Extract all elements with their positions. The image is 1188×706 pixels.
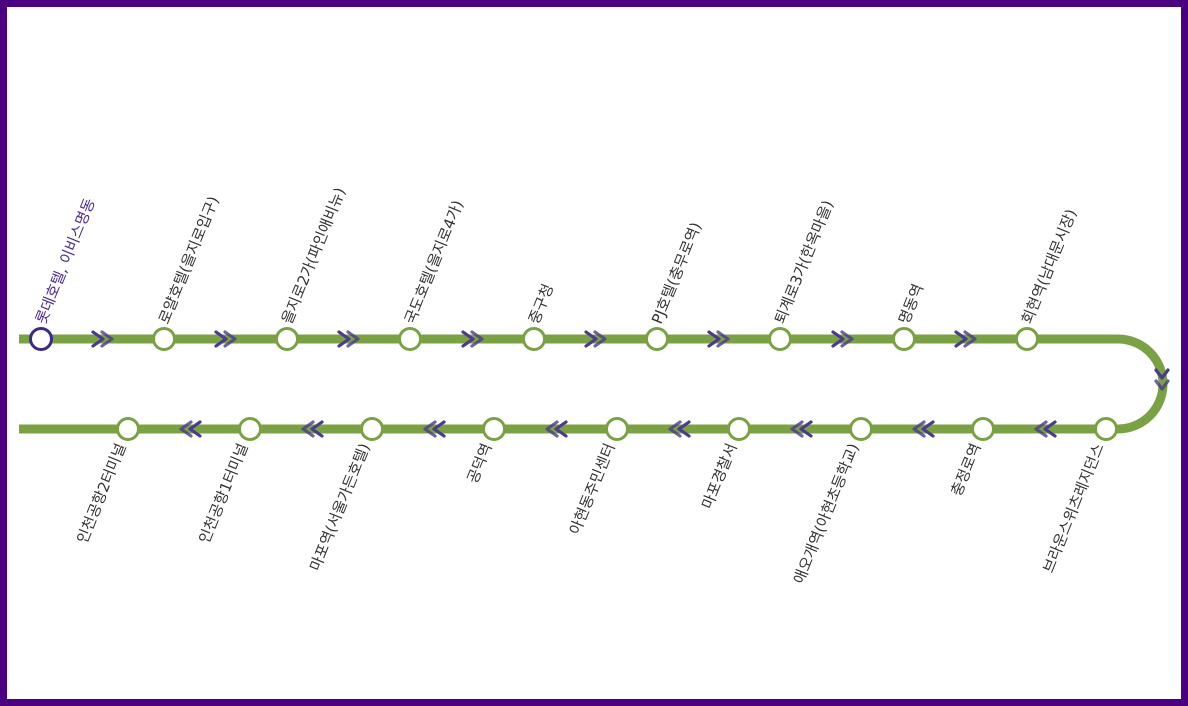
stop-label: 로얄호텔(을지로입구) bbox=[155, 194, 223, 327]
double-chevron-right-icon bbox=[707, 330, 730, 348]
stop-label: 회현역(남대문시장) bbox=[1018, 207, 1080, 327]
double-chevron-left-icon bbox=[668, 420, 691, 438]
stop-marker[interactable] bbox=[971, 417, 995, 441]
stop-label: 브라운스위츠레지던스 bbox=[1039, 441, 1107, 576]
stop-marker[interactable] bbox=[1094, 417, 1118, 441]
double-chevron-right-icon bbox=[337, 330, 360, 348]
stop-label: 국도호텔(을지로4가) bbox=[401, 198, 467, 327]
stop-label: 애오개역(아현초등학교) bbox=[790, 441, 863, 587]
route-track bbox=[19, 334, 1168, 434]
stop-label: 인천공항2터미널 bbox=[73, 441, 129, 546]
stop-marker[interactable] bbox=[152, 327, 176, 351]
double-chevron-left-icon bbox=[790, 420, 813, 438]
double-chevron-right-icon bbox=[461, 330, 484, 348]
stop-marker[interactable] bbox=[238, 417, 262, 441]
stop-marker[interactable] bbox=[605, 417, 629, 441]
stop-label: 마포경찰서 bbox=[698, 441, 741, 512]
stop-label: 공덕역 bbox=[464, 441, 496, 486]
double-chevron-left-icon bbox=[179, 420, 202, 438]
stop-marker[interactable] bbox=[398, 327, 422, 351]
stop-label: PJ호텔(충무로역) bbox=[648, 220, 705, 327]
stop-marker[interactable] bbox=[360, 417, 384, 441]
double-chevron-left-icon bbox=[545, 420, 568, 438]
double-chevron-left-icon bbox=[423, 420, 446, 438]
stop-marker[interactable] bbox=[1015, 327, 1039, 351]
stop-label: 을지로2가(파인애비뉴) bbox=[278, 185, 349, 327]
stop-marker[interactable] bbox=[768, 327, 792, 351]
stop-marker[interactable] bbox=[892, 327, 916, 351]
direction-arrows bbox=[91, 330, 1170, 438]
stop-marker[interactable] bbox=[727, 417, 751, 441]
stop-label: 인천공항1터미널 bbox=[195, 441, 251, 546]
stop-marker[interactable] bbox=[522, 327, 546, 351]
stop-label: 충정로역 bbox=[947, 441, 984, 499]
stop-labels: 롯데호텔, 이비스명동 로얄호텔(을지로입구) 을지로2가(파인애비뉴) 국도호텔(을… bbox=[32, 185, 1108, 586]
stop-label: 퇴계로3가(한옥마을) bbox=[771, 198, 837, 327]
stop-label: 마포역(서울가든호텔) bbox=[306, 441, 374, 574]
double-chevron-right-icon bbox=[584, 330, 607, 348]
chevron-down-icon bbox=[1154, 368, 1170, 391]
stop-marker[interactable] bbox=[849, 417, 873, 441]
route-line bbox=[19, 334, 1168, 434]
stop-label: 중구청 bbox=[525, 281, 557, 326]
double-chevron-right-icon bbox=[91, 330, 114, 348]
double-chevron-right-icon bbox=[831, 330, 854, 348]
double-chevron-right-icon bbox=[954, 330, 977, 348]
stop-marker[interactable] bbox=[645, 327, 669, 351]
stop-marker[interactable] bbox=[482, 417, 506, 441]
double-chevron-left-icon bbox=[1034, 420, 1057, 438]
stop-marker[interactable] bbox=[275, 327, 299, 351]
double-chevron-left-icon bbox=[912, 420, 935, 438]
double-chevron-right-icon bbox=[214, 330, 237, 348]
stop-label: 명동역 bbox=[895, 281, 927, 326]
stops bbox=[29, 327, 1118, 441]
double-chevron-left-icon bbox=[301, 420, 324, 438]
stop-label: 아현동주민센터 bbox=[566, 441, 619, 537]
stop-label: 롯데호텔, 이비스명동 bbox=[32, 196, 99, 327]
current-stop-marker[interactable] bbox=[29, 327, 53, 351]
stop-marker[interactable] bbox=[116, 417, 140, 441]
